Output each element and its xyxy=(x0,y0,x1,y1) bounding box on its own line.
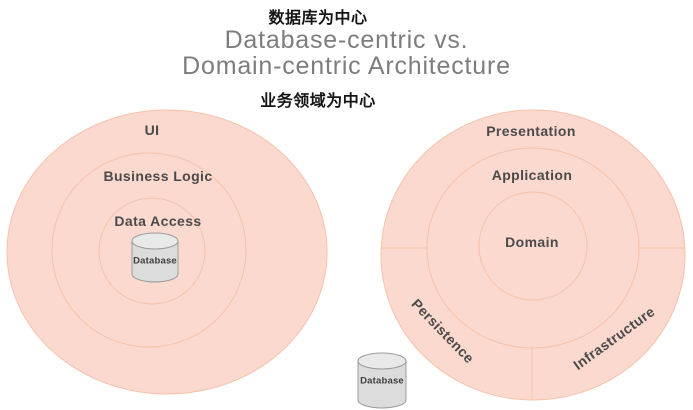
layer-label-ui: UI xyxy=(144,122,160,138)
cylinder-top xyxy=(131,232,179,250)
right-database-label: Database xyxy=(360,375,404,387)
layer-label-data-access: Data Access xyxy=(114,213,202,229)
cylinder-body xyxy=(131,241,179,283)
domain-centric-caption-zh: 业务领域为中心 xyxy=(260,93,376,110)
right-outer-circle xyxy=(380,109,686,401)
layer-label-business-logic: Business Logic xyxy=(103,168,213,184)
left-middle-circle xyxy=(51,152,247,348)
page-title: Database-centric vs. Domain-centric Arch… xyxy=(0,27,693,79)
cylinder-body xyxy=(357,361,407,409)
left-inner-circle xyxy=(98,197,206,305)
cylinder-top xyxy=(357,352,407,370)
layer-label-application: Application xyxy=(491,167,573,183)
database-centric-caption-zh: 数据库为中心 xyxy=(268,10,368,27)
right-inner-circle xyxy=(478,191,588,301)
left-database-label: Database xyxy=(133,255,177,267)
layer-label-domain: Domain xyxy=(505,234,559,250)
layer-label-presentation: Presentation xyxy=(486,123,576,139)
domain-centric-diagram xyxy=(357,109,686,409)
page-title-line2: Domain-centric Architecture xyxy=(182,52,511,80)
right-database-cylinder-icon xyxy=(357,352,407,409)
page-title-line1: Database-centric vs. xyxy=(224,26,469,54)
database-centric-diagram xyxy=(6,109,328,395)
left-database-cylinder-icon xyxy=(131,232,179,283)
